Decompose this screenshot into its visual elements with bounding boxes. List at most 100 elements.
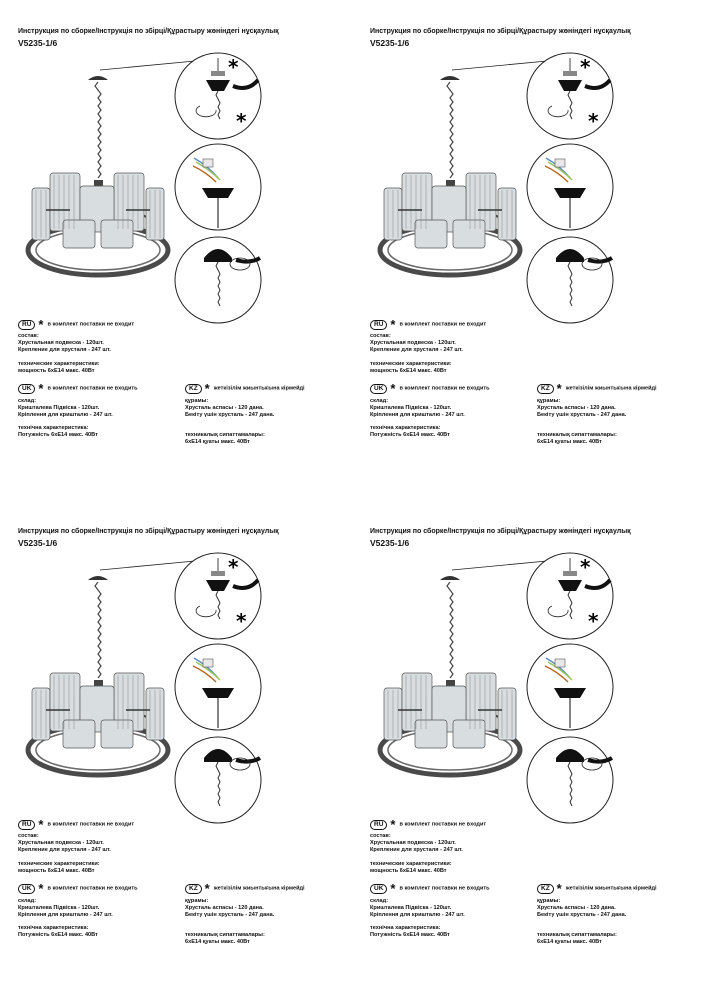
kz-composition-heading: құрамы: [185,398,209,404]
kz-note: жеткізілім жиынтығына кірмейді [565,885,657,892]
asterisk-icon: * [390,881,396,896]
kz-composition-heading: құрамы: [537,398,561,404]
instruction-sheet: Инструкция по сборке/Інструкція по збірц… [370,528,707,998]
step-1-canopy-detail: * * [526,52,614,140]
kz-composition-line: Бекіту үшін хрусталь - 247 дана. [537,912,627,918]
step-3-fixing-detail [174,736,262,824]
asterisk-icon: * [228,555,239,579]
rotate-arrow-icon [547,105,569,118]
asterisk-icon: * [390,817,396,832]
kz-composition-line: Бекіту үшін хрусталь - 247 дана. [185,912,275,918]
sheet-title: Инструкция по сборке/Інструкція по збірц… [370,28,631,35]
step-3-fixing-detail [526,736,614,824]
uk-language-badge: UK [370,384,388,394]
kz-composition-heading: құрамы: [537,898,561,904]
wire-connector-icon [202,158,214,168]
asterisk-icon: * [588,109,599,133]
ru-composition-heading: состав: [370,333,391,339]
ru-composition-line: Хрустальная подвеска - 120шт. [370,340,456,346]
asterisk-icon: * [556,381,562,396]
chandelier-illustration [25,576,171,778]
kz-composition-line: Хрусталь аспасы - 120 дана. [185,405,264,411]
uk-specs-line: Потужність 6хЕ14 макс. 40Вт [18,432,98,438]
model-number: V5235-1/6 [370,538,410,548]
uk-composition-line: Кришталева Підвіска - 120шт. [370,405,452,411]
step-2-wiring-detail [174,643,262,731]
uk-language-badge: UK [18,384,36,394]
uk-composition-line: Кришталева Підвіска - 120шт. [18,405,100,411]
rotate-arrow-icon [229,257,251,271]
asterisk-icon: * [38,817,44,832]
uk-composition-line: Кріплення для кришталю - 247 шт. [18,412,113,418]
kz-composition-heading: құрамы: [185,898,209,904]
kz-language-badge: KZ [537,884,554,894]
ru-composition-line: Хрустальная подвеска - 120шт. [370,840,456,846]
kz-composition-line: Бекіту үшін хрусталь - 247 дана. [537,412,627,418]
uk-composition-heading: склад: [370,398,389,404]
model-number: V5235-1/6 [18,538,58,548]
sheet-title: Инструкция по сборке/Інструкція по збірц… [18,28,279,35]
ru-language-badge: RU [18,320,36,330]
asterisk-icon: * [204,381,210,396]
assembly-illustration: * * [25,52,262,324]
ru-language-badge: RU [370,820,388,830]
rotate-arrow-icon [195,105,217,118]
uk-not-included-row: UK*в комплект поставки не входить [18,882,138,895]
uk-note: в комплект поставки не входить [47,885,138,892]
ru-language-badge: RU [370,320,388,330]
uk-note: в комплект поставки не входить [399,885,490,892]
uk-specs-heading: технічна характеристика: [18,925,89,931]
step-3-fixing-detail [526,236,614,324]
kz-note: жеткізілім жиынтығына кірмейді [213,885,305,892]
kz-not-included-row: KZ*жеткізілім жиынтығына кірмейді [185,381,305,396]
uk-note: в комплект поставки не входить [47,385,138,392]
uk-note: в комплект поставки не входить [399,385,490,392]
kz-note: жеткізілім жиынтығына кірмейді [565,385,657,392]
wire-connector-icon [554,658,566,668]
kz-language-badge: KZ [185,884,202,894]
ru-not-included-row: RU*в комплект поставки не входит [370,817,487,832]
uk-language-badge: UK [370,884,388,894]
step-2-wiring-detail [526,643,614,731]
asterisk-icon: * [228,55,239,79]
kz-specs-line: 6хЕ14 қуаты макс. 40Вт [537,939,602,945]
asterisk-icon: * [556,881,562,896]
asterisk-icon: * [390,317,396,332]
asterisk-icon: * [580,55,591,79]
kz-specs-line: 6хЕ14 қуаты макс. 40Вт [185,939,250,945]
uk-specs-heading: технічна характеристика: [18,425,89,431]
uk-specs-heading: технічна характеристика: [370,425,441,431]
ru-specs-line: мощность 6хЕ14 макс. 40Вт [370,368,447,374]
asterisk-icon: * [38,381,44,396]
step-2-wiring-detail [526,143,614,231]
ru-language-badge: RU [18,820,36,830]
chandelier-illustration [377,76,523,278]
ru-note: в комплект поставки не входит [399,321,487,328]
ru-composition-heading: состав: [18,833,39,839]
kz-composition-line: Хрусталь аспасы - 120 дана. [537,905,616,911]
ru-composition-line: Крепление для хрусталя - 247 шт. [370,347,463,353]
kz-not-included-row: KZ*жеткізілім жиынтығына кірмейді [185,881,305,896]
wire-connector-icon [554,158,566,168]
ru-specs-heading: технические характеристики: [18,861,100,867]
rotate-arrow-icon [581,257,603,271]
sheet-title: Инструкция по сборке/Інструкція по збірц… [370,528,631,535]
ru-note: в комплект поставки не входит [47,321,135,328]
ru-specs-line: мощность 6хЕ14 макс. 40Вт [18,368,95,374]
instruction-sheet: Инструкция по сборке/Інструкція по збірц… [18,528,358,998]
ru-specs-line: мощность 6хЕ14 макс. 40Вт [370,868,447,874]
rotate-arrow-icon [581,757,603,771]
wire-connector-icon [202,658,214,668]
ru-note: в комплект поставки не входит [399,821,487,828]
ru-specs-heading: технические характеристики: [370,361,452,367]
assembly-illustration: * * [377,552,614,824]
instruction-sheet: Инструкция по сборке/Інструкція по збірц… [18,28,358,498]
chandelier-illustration [25,76,171,278]
ru-composition-line: Крепление для хрусталя - 247 шт. [18,847,111,853]
assembly-illustration: * * [25,552,262,824]
kz-specs-line: 6хЕ14 қуаты макс. 40Вт [537,439,602,445]
step-1-canopy-detail: * * [174,52,262,140]
kz-language-badge: KZ [185,384,202,394]
asterisk-icon: * [204,881,210,896]
kz-specs-heading: техникалық сипаттамалары: [537,932,617,938]
